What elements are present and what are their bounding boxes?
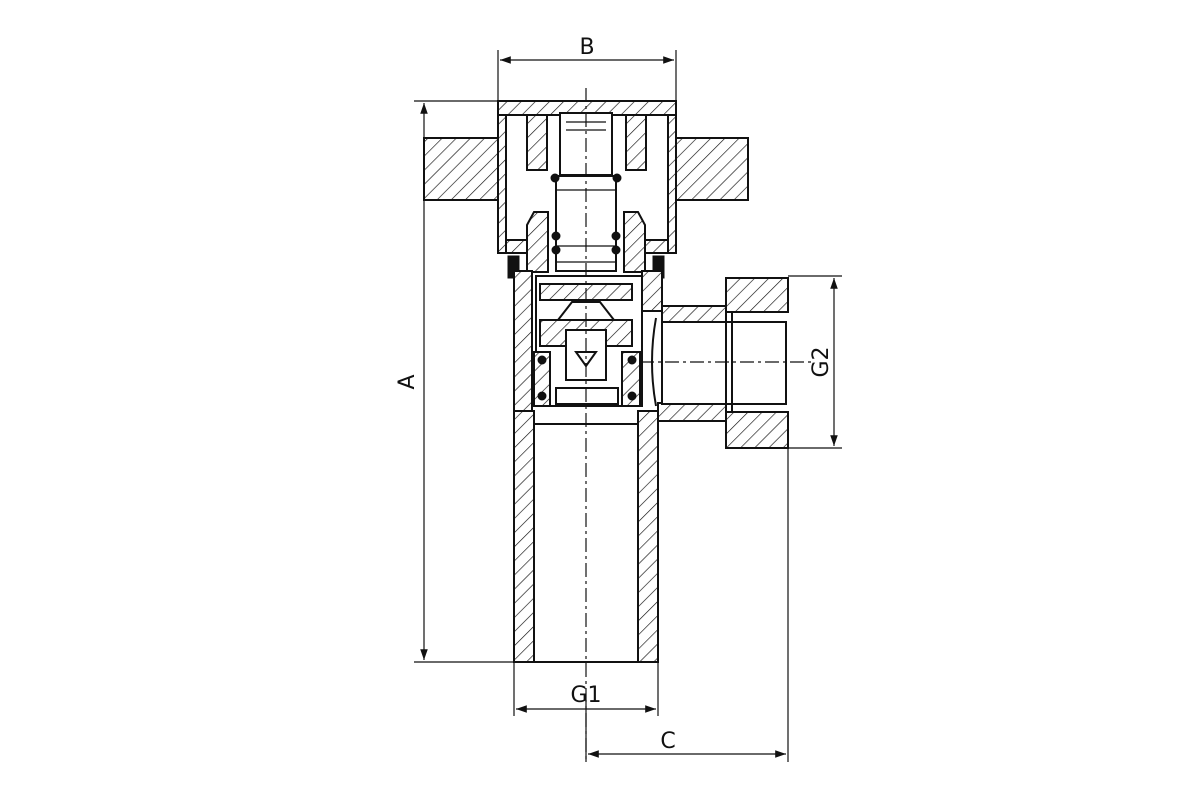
dimension-B: B [497, 35, 677, 101]
dimension-C: C [585, 448, 789, 762]
cap-wall-right [667, 114, 677, 254]
o-ring [627, 391, 637, 401]
o-ring [551, 245, 561, 255]
dimension-A-label: A [395, 374, 420, 389]
cartridge-ring-right [621, 351, 641, 407]
o-ring [537, 391, 547, 401]
handle-wing-right [675, 137, 749, 201]
gland-nut-left [526, 211, 549, 273]
cap-wall-left [497, 114, 507, 254]
dimension-A: A [395, 100, 514, 663]
o-ring [611, 245, 621, 255]
cartridge [533, 275, 643, 407]
outlet-bore [661, 321, 787, 405]
cartridge-base [555, 387, 619, 405]
outlet-wall-top [661, 305, 727, 323]
dimension-G2-label: G2 [809, 346, 834, 377]
outlet [651, 277, 789, 449]
handle-cap [423, 100, 749, 254]
o-ring [612, 173, 622, 183]
dimension-B-label: B [579, 35, 594, 60]
cap-inner-left [526, 114, 548, 171]
dimension-C-label: C [660, 729, 675, 754]
body-upper-wall-left [513, 270, 533, 412]
body-lower-wall-right [637, 410, 659, 663]
cap-inner-right [625, 114, 647, 171]
body-upper-wall-right [641, 270, 663, 312]
gland-nut-right [623, 211, 646, 273]
outlet-nut-bottom [725, 411, 789, 449]
outlet-nut-top [725, 277, 789, 313]
o-ring [627, 355, 637, 365]
outlet-wall-bottom [657, 402, 727, 422]
o-ring [537, 355, 547, 365]
o-ring [551, 231, 561, 241]
dimension-G1-label: G1 [570, 683, 601, 708]
o-ring [611, 231, 621, 241]
dimension-G1: G1 [513, 662, 659, 716]
cartridge-ring-left [533, 351, 551, 407]
dimension-G2: G2 [788, 275, 842, 449]
o-ring [550, 173, 560, 183]
body-lower-wall-left [513, 410, 535, 663]
handle-wing-left [423, 137, 499, 201]
